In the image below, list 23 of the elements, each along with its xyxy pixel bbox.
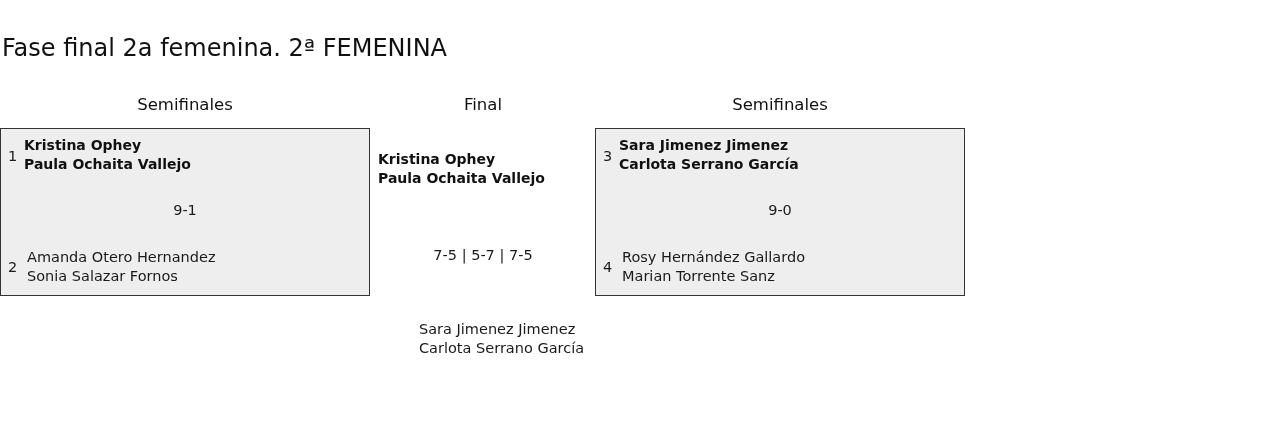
player-name: Kristina Ophey [24, 137, 142, 154]
match-score: 9-0 [768, 202, 792, 219]
player-name: Rosy Hernández Gallardo [622, 249, 806, 266]
seed-number: 1 [8, 148, 18, 165]
seed-number: 2 [8, 259, 18, 276]
seed-number: 4 [603, 259, 613, 276]
player-name: Carlota Serrano García [619, 156, 799, 173]
round-heading: Final [464, 96, 502, 115]
round-heading: Semifinales [137, 96, 233, 115]
player-name: Marian Torrente Sanz [622, 268, 775, 285]
player-name: Paula Ochaita Vallejo [24, 156, 191, 173]
player-name: Sara Jimenez Jimenez [419, 321, 576, 338]
seed-number: 3 [603, 148, 613, 165]
player-name: Sara Jimenez Jimenez [619, 137, 789, 154]
match-score: 9-1 [173, 202, 197, 219]
player-name: Amanda Otero Hernandez [27, 249, 216, 266]
bracket-title: Fase final 2a femenina. 2ª FEMENINA [2, 34, 447, 63]
player-name: Carlota Serrano García [419, 340, 585, 357]
player-name: Sonia Salazar Fornos [27, 268, 178, 285]
round-heading: Semifinales [732, 96, 828, 115]
match-box [0, 128, 370, 296]
match-score: 7-5 | 5-7 | 7-5 [433, 247, 533, 264]
match-box [595, 128, 965, 296]
